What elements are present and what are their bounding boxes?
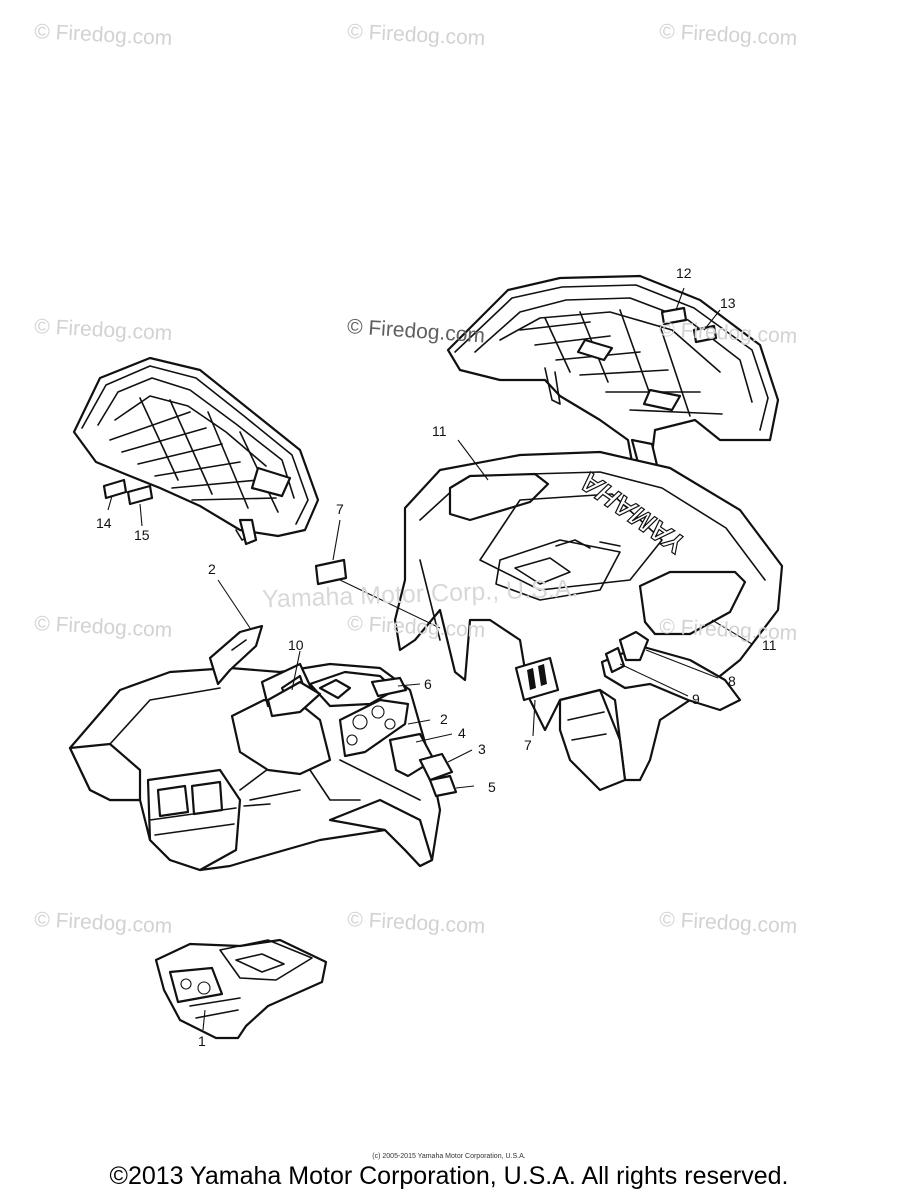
rear-fender [393, 450, 784, 792]
callout-7-upper: 7 [336, 501, 344, 517]
decal-2-left [208, 624, 264, 686]
callout-12: 12 [676, 265, 692, 281]
front-carrier-rack [72, 356, 320, 546]
callout-2-upper: 2 [208, 561, 216, 577]
decal-7-lower [514, 656, 560, 702]
decal-5 [428, 774, 458, 798]
instrument-panel [154, 938, 328, 1040]
callout-10: 10 [288, 637, 304, 653]
small-copyright: (c) 2005-2015 Yamaha Motor Corporation, … [372, 1153, 526, 1160]
callout-15: 15 [134, 527, 150, 543]
callout-8: 8 [728, 673, 736, 689]
callout-7-lower: 7 [524, 737, 532, 753]
callout-11-upper: 11 [432, 423, 447, 439]
leader-lines [107, 287, 753, 1031]
rear-carrier-rack [446, 274, 780, 480]
footer-copyright: ©2013 Yamaha Motor Corporation, U.S.A. A… [109, 1162, 789, 1190]
decal-13 [692, 324, 718, 344]
decal-6 [370, 676, 408, 698]
callout-11-lower: 11 [762, 637, 777, 653]
decal-15 [126, 484, 154, 506]
callout-14: 14 [96, 515, 112, 531]
reflector-8 [618, 630, 650, 662]
decal-14 [102, 478, 128, 500]
callout-13: 13 [720, 295, 736, 311]
decal-3 [418, 752, 454, 782]
front-fender [68, 662, 442, 872]
decal-10 [266, 680, 322, 718]
callout-2-lower: 2 [440, 711, 448, 727]
callout-9: 9 [692, 691, 700, 707]
decal-7-upper [314, 558, 348, 586]
callout-6: 6 [424, 676, 432, 692]
callout-1: 1 [198, 1033, 206, 1049]
callout-3: 3 [478, 741, 486, 757]
callout-5: 5 [488, 779, 496, 795]
callout-4: 4 [458, 725, 466, 741]
